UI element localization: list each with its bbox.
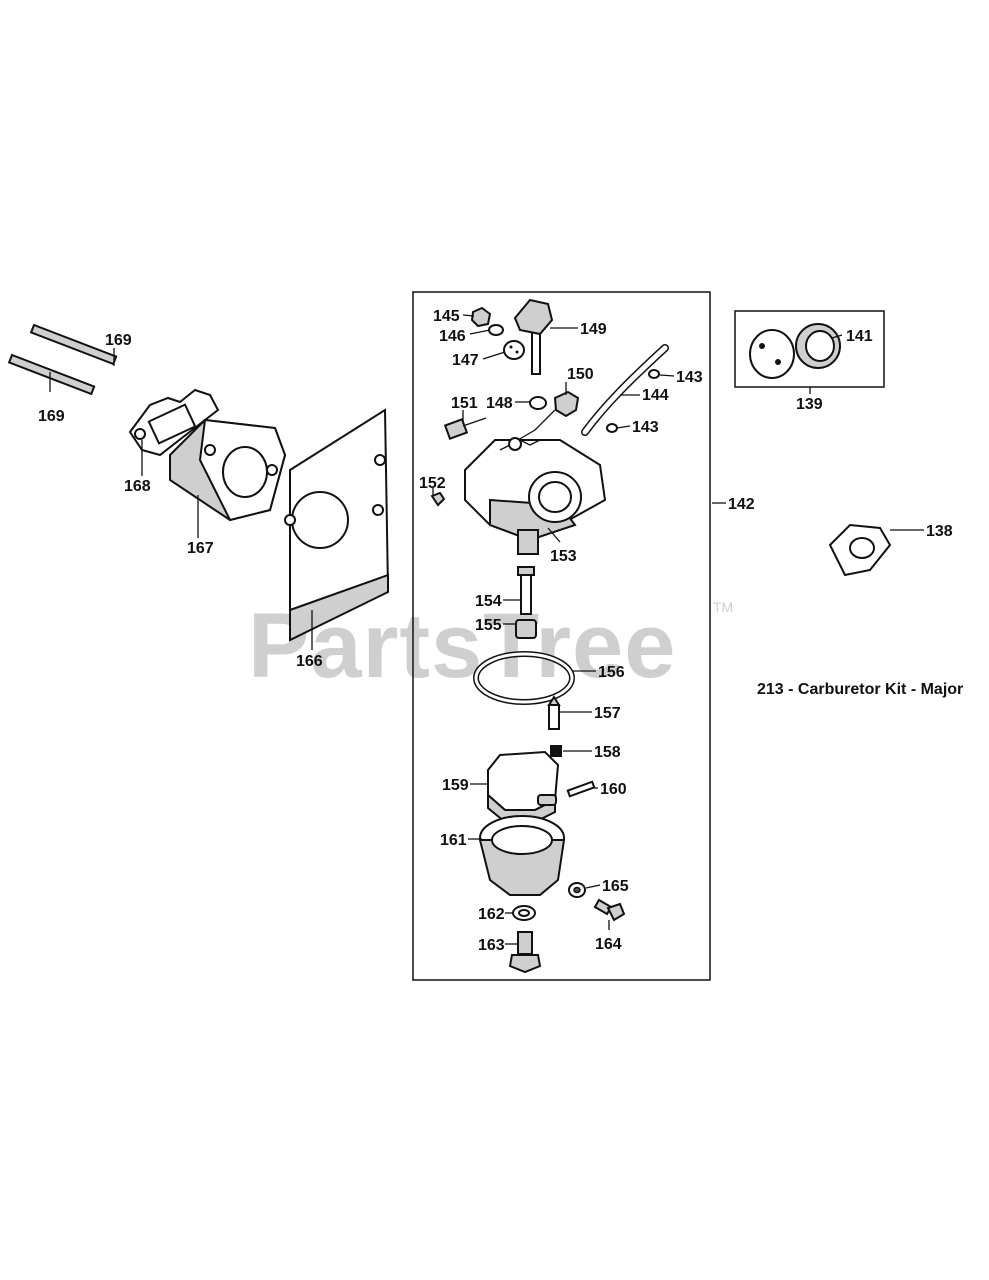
label-149[interactable]: 149	[580, 321, 607, 338]
part-138-gasket[interactable]	[828, 523, 892, 577]
label-161[interactable]: 161	[440, 832, 467, 849]
label-144[interactable]: 144	[642, 387, 669, 404]
part-147-plate[interactable]	[503, 340, 525, 360]
part-144-fuel-line[interactable]	[581, 344, 669, 436]
label-145[interactable]: 145	[433, 308, 460, 325]
label-138[interactable]: 138	[926, 523, 953, 540]
part-168-gasket[interactable]	[128, 388, 220, 457]
label-154[interactable]: 154	[475, 593, 502, 610]
label-169-bottom[interactable]: 169	[38, 408, 65, 425]
carburetor-assembly-frame	[412, 291, 711, 981]
part-166-heat-shield[interactable]	[284, 408, 390, 642]
part-141-seal[interactable]	[795, 323, 841, 369]
label-156[interactable]: 156	[598, 664, 625, 681]
part-160-pin[interactable]	[566, 780, 596, 798]
part-169-studs[interactable]	[7, 323, 118, 396]
label-146[interactable]: 146	[439, 328, 466, 345]
label-157[interactable]: 157	[594, 705, 621, 722]
part-148-oring[interactable]	[529, 396, 547, 410]
label-148[interactable]: 148	[486, 395, 513, 412]
label-153[interactable]: 153	[550, 548, 577, 565]
label-139[interactable]: 139	[796, 396, 823, 413]
leader-lines	[49, 314, 924, 945]
part-152-screw[interactable]	[430, 491, 446, 507]
label-152[interactable]: 152	[419, 475, 446, 492]
label-165[interactable]: 165	[602, 878, 629, 895]
label-150[interactable]: 150	[567, 366, 594, 383]
part-153-carburetor-body[interactable]	[464, 437, 607, 555]
label-158[interactable]: 158	[594, 744, 621, 761]
label-142[interactable]: 142	[728, 496, 755, 513]
label-169-top[interactable]: 169	[105, 332, 132, 349]
label-162[interactable]: 162	[478, 906, 505, 923]
label-147[interactable]: 147	[452, 352, 479, 369]
part-143-clamp-a[interactable]	[648, 369, 660, 379]
part-165-washer[interactable]	[568, 882, 586, 898]
label-159[interactable]: 159	[442, 777, 469, 794]
label-164[interactable]: 164	[595, 936, 622, 953]
label-168[interactable]: 168	[124, 478, 151, 495]
label-143-bottom[interactable]: 143	[632, 419, 659, 436]
label-155[interactable]: 155	[475, 617, 502, 634]
label-143-top[interactable]: 143	[676, 369, 703, 386]
label-141[interactable]: 141	[846, 328, 873, 345]
part-155-spacer[interactable]	[515, 619, 537, 639]
part-163-bolt[interactable]	[508, 931, 542, 974]
part-150-fitting[interactable]	[517, 390, 580, 441]
watermark-trademark: TM	[713, 599, 733, 615]
part-161-float-bowl[interactable]	[478, 815, 566, 896]
part-149-shaft[interactable]	[513, 298, 554, 375]
label-151[interactable]: 151	[451, 395, 478, 412]
part-157-needle[interactable]	[547, 695, 561, 730]
label-166[interactable]: 166	[296, 653, 323, 670]
part-139-kit[interactable]	[749, 329, 795, 379]
part-145-nut[interactable]	[470, 306, 492, 328]
part-labels: 169 169 168 167 166 145 146 147 149 150 …	[38, 308, 953, 954]
part-164-screw[interactable]	[593, 898, 626, 922]
part-154-nozzle[interactable]	[517, 566, 535, 615]
label-160[interactable]: 160	[600, 781, 627, 798]
part-162-washer[interactable]	[512, 905, 536, 921]
part-156-gasket[interactable]	[473, 651, 575, 705]
label-167[interactable]: 167	[187, 540, 214, 557]
part-143-clamp-b[interactable]	[606, 423, 618, 433]
kit-note: 213 - Carburetor Kit - Major	[757, 681, 963, 698]
label-163[interactable]: 163	[478, 937, 505, 954]
part-167-spacer[interactable]	[169, 418, 287, 522]
part-159-float[interactable]	[487, 750, 560, 823]
part-146-washer[interactable]	[488, 324, 504, 336]
part-151-screw[interactable]	[443, 417, 487, 440]
part-158-spring[interactable]	[550, 745, 562, 757]
